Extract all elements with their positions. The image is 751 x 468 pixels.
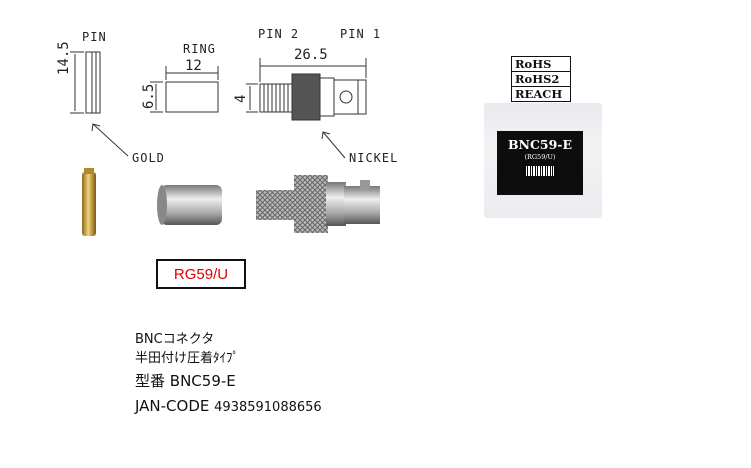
pin2-label: PIN 2 [258, 27, 300, 41]
pin-height-dimension: 14.5 [56, 41, 72, 75]
ring-photo [157, 185, 222, 225]
cable-type-box: RG59/U [156, 259, 246, 289]
package-card: BNC59-E (RG59/U) [497, 131, 583, 195]
pin1-label: PIN 1 [340, 27, 382, 41]
package-barcode [526, 166, 554, 176]
model-line: 型番 BNC59-E [135, 370, 236, 391]
ring-label: RING [183, 42, 216, 56]
compliance-labels: RoHS RoHS2 REACH [511, 56, 571, 102]
ring-height-dimension: 6.5 [141, 83, 157, 109]
package-title: BNC59-E [507, 137, 573, 152]
nickel-label: NICKEL [349, 151, 399, 165]
connector-photo [256, 175, 380, 233]
jan-label: JAN-CODE [135, 397, 210, 415]
compliance-rohs: RoHS [511, 56, 571, 71]
connector-drawing [246, 58, 367, 121]
jan-code: 4938591088656 [214, 400, 322, 415]
pin-drawing [70, 51, 101, 114]
cable-type-text: RG59/U [173, 265, 229, 283]
pin2-height-dimension: 4 [233, 94, 249, 103]
nickel-arrow [321, 131, 346, 159]
compliance-rohs2: RoHS2 [511, 71, 571, 86]
model-label: 型番 [135, 372, 166, 390]
gold-label: GOLD [132, 151, 165, 165]
jan-line: JAN-CODE 4938591088656 [135, 397, 322, 415]
gold-arrow [91, 123, 129, 157]
product-subtype: 半田付け圧着ﾀｲﾌﾟ [135, 351, 240, 366]
pin-label: PIN [82, 30, 107, 44]
package-subtitle: (RG59/U) [524, 153, 556, 161]
product-type: BNCコネクタ [135, 332, 215, 347]
gold-pin-photo [82, 168, 96, 236]
model-number: BNC59-E [169, 372, 236, 390]
pin1-length-dimension: 26.5 [294, 47, 328, 63]
compliance-reach: REACH [511, 86, 571, 102]
ring-drawing [150, 66, 219, 113]
ring-width-dimension: 12 [185, 58, 202, 74]
